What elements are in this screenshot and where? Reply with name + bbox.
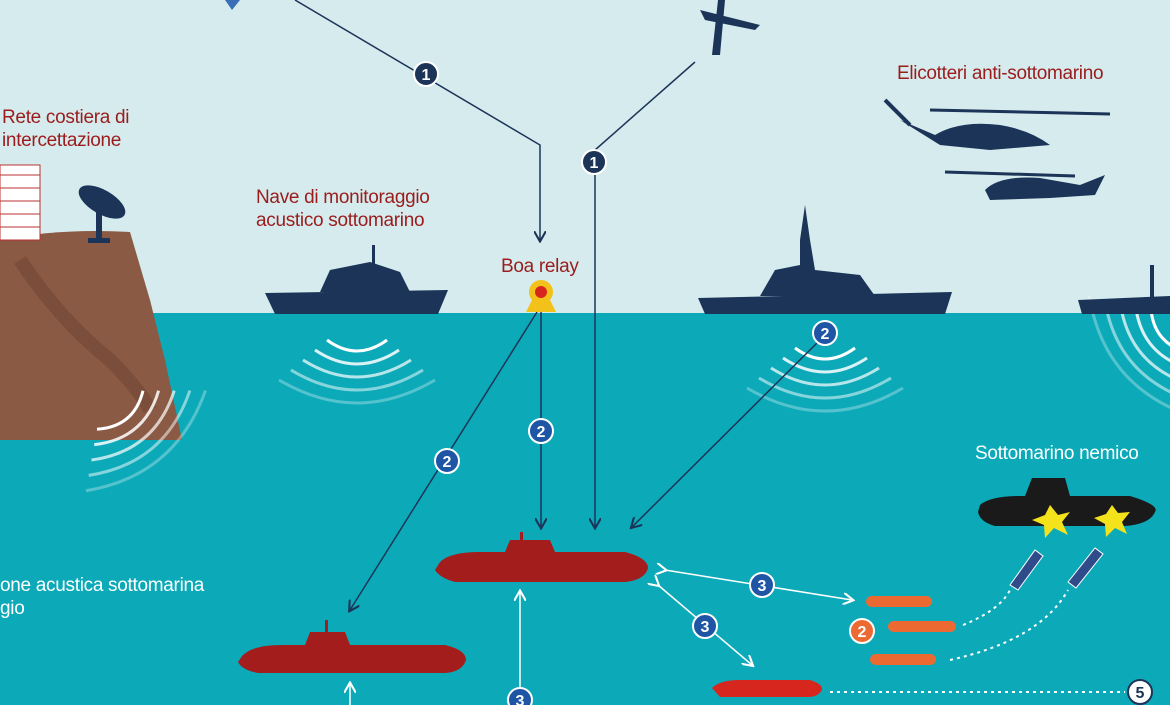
step-badge-2: 2	[812, 320, 838, 346]
svg-text:2: 2	[537, 424, 546, 441]
svg-text:2: 2	[858, 624, 867, 641]
svg-text:3: 3	[516, 693, 525, 705]
step-badge-1: 1	[581, 149, 607, 175]
step-badge-3: 3	[507, 687, 533, 705]
explosion-icon	[1032, 505, 1130, 538]
svg-text:1: 1	[590, 155, 599, 172]
svg-text:3: 3	[701, 619, 710, 636]
friendly-submarine-icon	[435, 532, 648, 582]
helicopters-label: Elicotteri anti-sottomarino	[897, 63, 1104, 84]
svg-text:2: 2	[821, 326, 830, 343]
svg-text:2: 2	[443, 454, 452, 471]
missile-icon	[1009, 547, 1104, 591]
satellite-icon	[225, 0, 240, 10]
drone-submarine-icon	[712, 680, 823, 697]
step-badge-2: 2	[434, 448, 460, 474]
friendly-submarine-icon	[238, 620, 466, 673]
svg-text:5: 5	[1136, 685, 1145, 702]
helicopter-icon	[883, 98, 1111, 150]
svg-text:3: 3	[758, 578, 767, 595]
step-badge-3: 3	[692, 613, 718, 639]
relay-buoy-icon	[526, 280, 556, 312]
torpedo-icon	[866, 596, 956, 665]
enemy-sub-label: Sottomarino nemico	[975, 443, 1139, 464]
radar-dish-icon	[78, 185, 126, 243]
step-badge-2: 2	[528, 418, 554, 444]
relay-buoy-label: Boa relay	[501, 256, 579, 277]
warship-icon	[1078, 265, 1170, 314]
helicopter-icon	[944, 170, 1105, 200]
step-badge-5: 5	[1127, 679, 1153, 705]
step-badge-1: 1	[413, 61, 439, 87]
step-badge-2-orange: 2	[849, 618, 875, 644]
monitoring-ship-icon	[265, 245, 448, 314]
building-icon	[0, 164, 41, 241]
svg-text:1: 1	[422, 67, 431, 84]
drone-icon	[700, 0, 760, 55]
sea	[0, 313, 1170, 705]
step-badge-3: 3	[749, 572, 775, 598]
warship-icon	[698, 205, 952, 314]
